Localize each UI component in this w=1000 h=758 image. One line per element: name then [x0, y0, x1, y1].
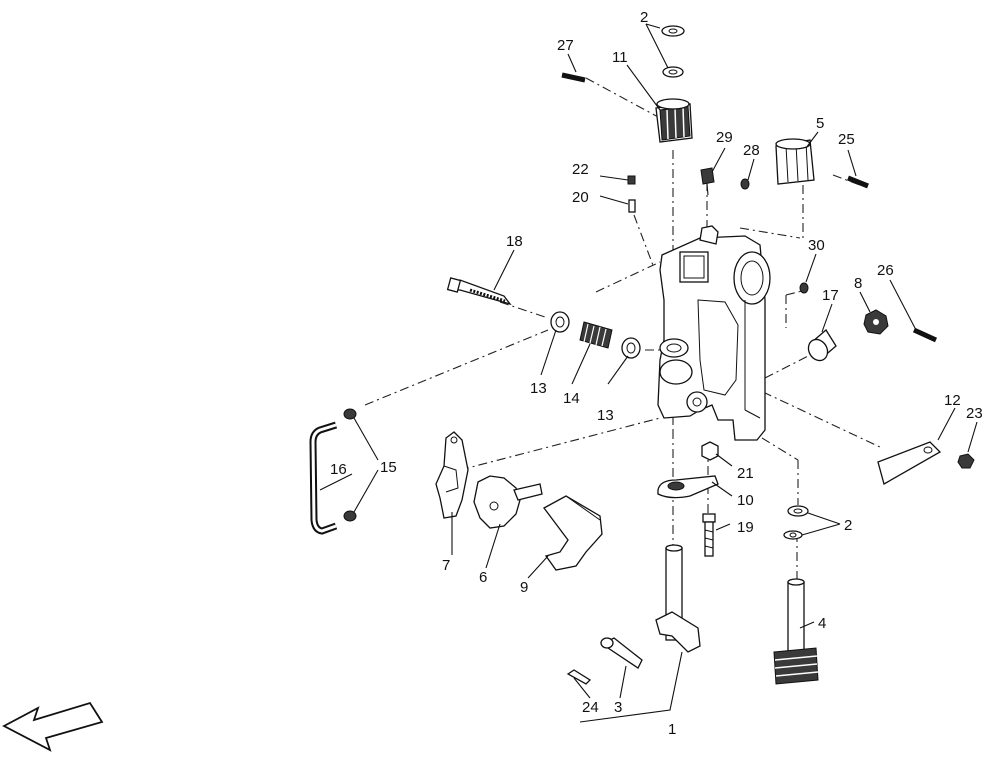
- knob-11: [655, 98, 693, 143]
- callout-13-right: 13: [597, 407, 614, 424]
- callout-9: 9: [520, 579, 528, 596]
- callout-8: 8: [854, 275, 862, 292]
- callout-25: 25: [838, 131, 855, 148]
- nut-23: [957, 453, 975, 469]
- washer-13-left: [550, 311, 570, 333]
- callout-27: 27: [557, 37, 574, 54]
- bolt-18: [446, 277, 512, 306]
- callout-17: 17: [822, 287, 839, 304]
- callout-11: 11: [612, 49, 628, 66]
- screw-22: [627, 175, 636, 185]
- callout-13-left: 13: [530, 380, 547, 397]
- callout-20: 20: [572, 189, 589, 206]
- screw-30: [799, 282, 809, 294]
- callout-21: 21: [737, 465, 754, 482]
- handle-16: [309, 421, 338, 535]
- callout-6: 6: [479, 569, 487, 586]
- callout-28: 28: [743, 142, 760, 159]
- callout-1: 1: [668, 721, 676, 738]
- washers-2-lower: [783, 505, 809, 540]
- leader-lines: [319, 23, 978, 723]
- callout-7: 7: [442, 557, 450, 574]
- callout-4: 4: [818, 615, 826, 632]
- worm-shaft-4: [773, 578, 819, 685]
- bracket-9: [543, 495, 603, 571]
- callout-14: 14: [563, 390, 580, 407]
- callout-12: 12: [944, 392, 961, 409]
- knob-5: [775, 138, 815, 185]
- callout-18: 18: [506, 233, 523, 250]
- cam-6: [473, 475, 543, 529]
- callout-15: 15: [380, 459, 397, 476]
- washer-13-right: [621, 337, 641, 359]
- callout-2-lower: 2: [844, 517, 852, 534]
- bolt-19: [702, 513, 716, 557]
- pin-20: [628, 199, 636, 213]
- shaft-1: [655, 544, 701, 653]
- callout-5: 5: [816, 115, 824, 132]
- pin-27: [561, 72, 586, 83]
- pin-24: [566, 669, 592, 685]
- caps-15: [343, 408, 357, 522]
- callout-23: 23: [966, 405, 983, 422]
- bushing-17: [807, 329, 837, 362]
- lever-7: [435, 431, 469, 519]
- callout-22: 22: [572, 161, 589, 178]
- callout-2-top: 2: [640, 9, 648, 26]
- callout-29: 29: [716, 129, 733, 146]
- callout-26: 26: [877, 262, 894, 279]
- plate-12: [877, 441, 942, 485]
- lever-3: [600, 637, 643, 669]
- washers-2-top: [661, 25, 685, 78]
- callout-labels: 2 27 11 29 28 5 25 22 20 18 30 26 8 17 1…: [330, 9, 983, 738]
- arm-10: [657, 475, 719, 499]
- callout-24: 24: [582, 699, 599, 716]
- pin-26: [912, 327, 938, 343]
- callout-16: 16: [330, 461, 347, 478]
- direction-arrow-icon: [2, 701, 104, 752]
- nut-8: [863, 309, 889, 335]
- callout-19: 19: [737, 519, 754, 536]
- spring-14: [579, 321, 613, 349]
- callout-3: 3: [614, 699, 622, 716]
- nut-21: [701, 441, 719, 461]
- callout-10: 10: [737, 492, 754, 509]
- callout-30: 30: [808, 237, 825, 254]
- main-housing-bracket: [657, 225, 771, 441]
- pin-25: [847, 175, 869, 189]
- screw-28: [740, 178, 750, 190]
- fitting-29: [700, 167, 715, 196]
